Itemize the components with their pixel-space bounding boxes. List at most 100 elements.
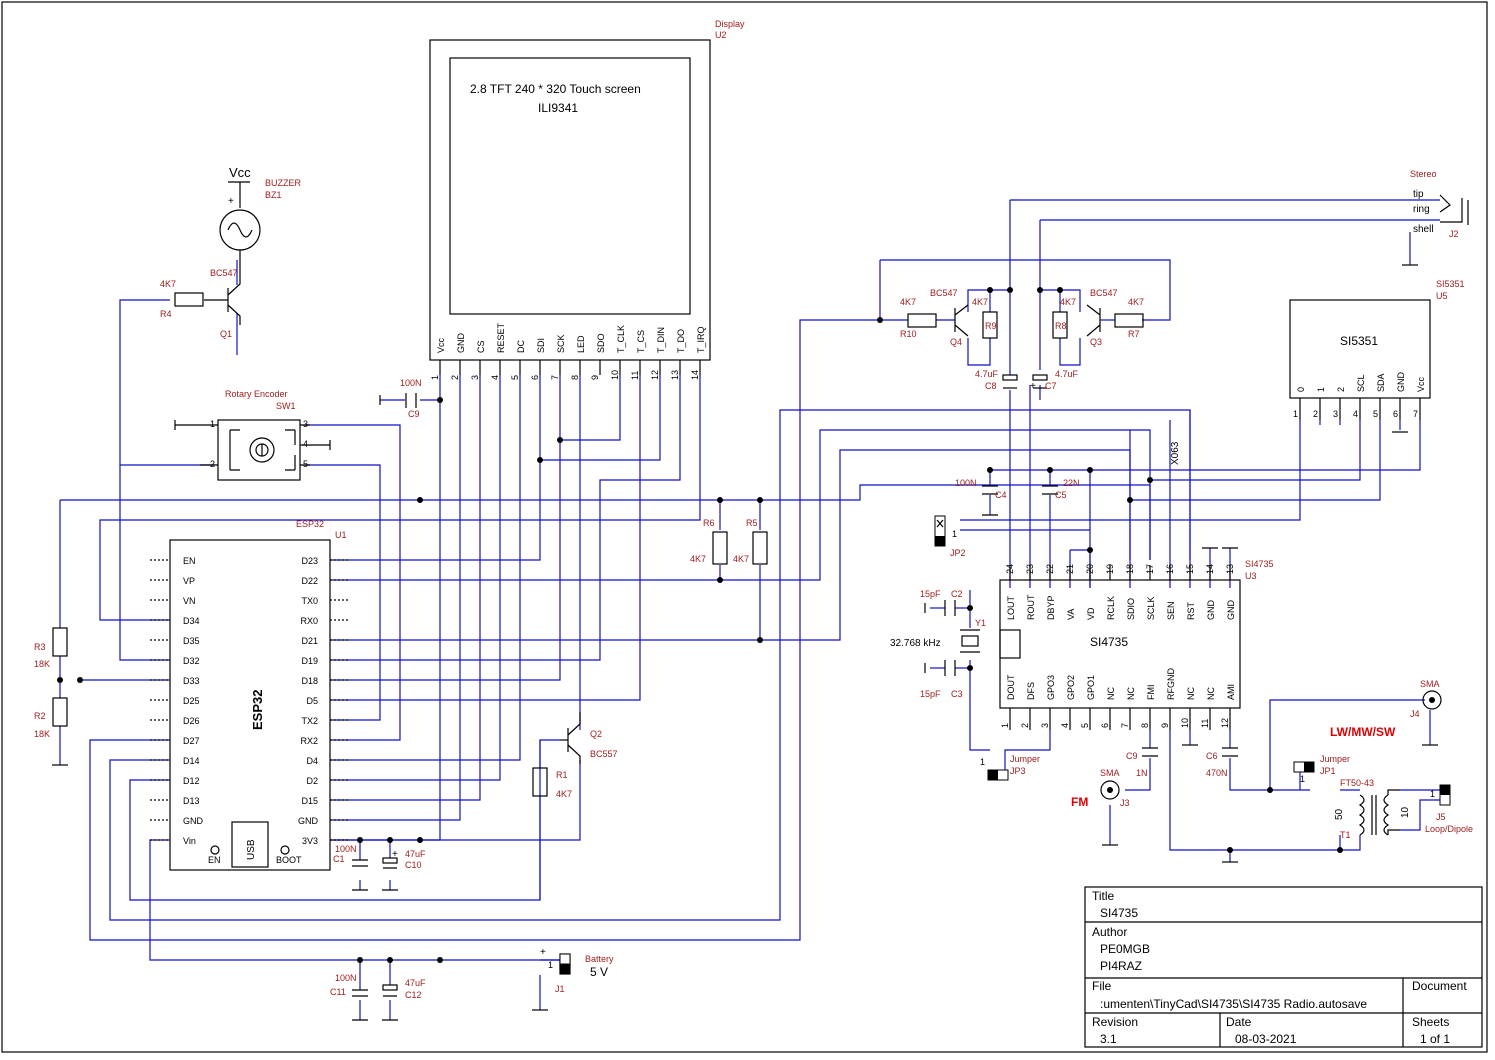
c3-value: 15pF xyxy=(920,689,941,699)
display-pin-label: T_CLK xyxy=(616,325,626,353)
file-label: File xyxy=(1092,979,1112,993)
r3-value: 18K xyxy=(34,659,50,669)
transistor-q3: BC547 Q3 xyxy=(1086,288,1118,347)
si4735-bottom-num: 7 xyxy=(1120,723,1130,728)
encoder-name: Rotary Encoder xyxy=(225,389,288,399)
capacitor-c12: 47uF C12 xyxy=(382,978,426,1021)
si5351-pin-label: 1 xyxy=(1316,387,1326,392)
si4735-ref-name: SI4735 xyxy=(1245,559,1274,569)
resistor-r8: 4K7 R8 xyxy=(1052,297,1076,339)
transistor-q1: BC547 Q1 xyxy=(204,268,241,339)
q4-type: BC547 xyxy=(930,288,958,298)
r1-value: 4K7 xyxy=(556,789,572,799)
si4735-ref: U3 xyxy=(1245,571,1257,581)
si4735-top-pin: RST xyxy=(1186,601,1196,620)
si4735-bottom-num: 3 xyxy=(1040,723,1050,728)
display-pin-number: 3 xyxy=(470,375,480,380)
display-pin-number: 8 xyxy=(570,375,580,380)
si4735-top-pin: SDIO xyxy=(1126,598,1136,620)
esp32-right-pin: D2 xyxy=(306,776,318,786)
display-pin-number: 2 xyxy=(450,375,460,380)
esp32-label: ESP32 xyxy=(250,690,265,730)
c4-ref: C4 xyxy=(995,490,1007,500)
title-label: Title xyxy=(1092,889,1115,903)
sma-connector-j4: SMA J4 LW/MW/SW xyxy=(1330,679,1442,746)
revision-label: Revision xyxy=(1092,1015,1138,1029)
t1-ref: T1 xyxy=(1340,830,1351,840)
si4735-top-pin: LOUT xyxy=(1006,595,1016,620)
r1-ref: R1 xyxy=(556,770,568,780)
display-pins: Vcc1GND2CS3RESET4DC5SDI6SCK7LED8SDO9T_CL… xyxy=(430,322,706,380)
c9b-ref: C9 xyxy=(1126,751,1138,761)
display-pin-number: 12 xyxy=(650,370,660,380)
jp2-pin1: 1 xyxy=(952,529,957,539)
svg-text:+: + xyxy=(392,849,398,860)
author-value1: PE0MGB xyxy=(1100,942,1150,956)
esp32-left-pin: D35 xyxy=(183,636,200,646)
display-pin-label: DC xyxy=(516,340,526,353)
esp32-left-pin: D27 xyxy=(183,736,200,746)
capacitor-c4: 100N C4 xyxy=(955,478,1007,516)
jp3-name: Jumper xyxy=(1010,754,1040,764)
esp32-left-pin: VP xyxy=(183,576,195,586)
si4735-top-num: 17 xyxy=(1145,564,1155,574)
si4735-bottom-pin: GPO2 xyxy=(1066,675,1076,700)
j4-ref: J4 xyxy=(1410,709,1420,719)
si5351-ref: U5 xyxy=(1436,291,1448,301)
c11-value: 100N xyxy=(335,973,357,983)
si4735-top-num: 16 xyxy=(1165,564,1175,574)
stereo-jack: Stereo tip ring shell J2 xyxy=(1402,169,1469,266)
si5351-pin-number: 7 xyxy=(1413,409,1418,419)
jp2-name: JP2 xyxy=(950,548,966,558)
display-pin-number: 9 xyxy=(590,375,600,380)
esp32-boot-button: BOOT xyxy=(276,855,302,865)
esp32-usb: USB xyxy=(246,839,257,860)
esp32-right-pin: TX0 xyxy=(301,596,318,606)
display-module: Display U2 2.8 TFT 240 * 320 Touch scree… xyxy=(429,19,745,380)
si4735-bottom-pin: NC xyxy=(1206,687,1216,700)
jp1-ref: JP1 xyxy=(1320,766,1336,776)
capacitor-c10: + 47uF C10 xyxy=(382,849,426,891)
capacitor-c1: 100N C1 xyxy=(333,844,368,891)
r7-ref: R7 xyxy=(1128,329,1140,339)
esp32-left-pin: Vin xyxy=(183,836,196,846)
transistor-q2: Q2 BC557 xyxy=(560,712,618,764)
si5351-pin-label: SDA xyxy=(1376,373,1386,392)
si4735-bottom-num: 5 xyxy=(1080,723,1090,728)
si4735-name: SI4735 xyxy=(1090,635,1128,649)
si4735-top-pin: ROUT xyxy=(1026,594,1036,620)
display-pin-label: GND xyxy=(456,333,466,354)
esp32-pins: ENVPVND34D35D32D33D25D26D27D14D12D13GNDV… xyxy=(150,556,350,846)
si4735-top-pin: SEN xyxy=(1166,601,1176,620)
q4-ref: Q4 xyxy=(950,337,962,347)
si5351-pin-number: 6 xyxy=(1393,409,1398,419)
c9-value: 100N xyxy=(400,378,422,388)
esp32-right-pin: D5 xyxy=(306,696,318,706)
esp32-right-pin: D18 xyxy=(301,676,318,686)
title-value: SI4735 xyxy=(1100,906,1138,920)
j3-name: SMA xyxy=(1100,768,1120,778)
encoder-pin2: 2 xyxy=(210,459,215,469)
c7-ref: C7 xyxy=(1045,381,1057,391)
jumper-jp3: 1 Jumper JP3 xyxy=(980,754,1040,781)
si4735-top-pin: SCLK xyxy=(1146,596,1156,620)
capacitor-c7: + 4.7uF C7 xyxy=(1030,369,1079,392)
resistor-r3: R3 18K xyxy=(34,627,68,669)
display-pin-number: 4 xyxy=(490,375,500,380)
esp32-left-pin: GND xyxy=(183,816,204,826)
capacitor-c3: 15pF C3 xyxy=(920,660,963,699)
esp32-left-pin: D34 xyxy=(183,616,200,626)
sheets-value: 1 of 1 xyxy=(1420,1032,1450,1046)
esp32-right-pin: D4 xyxy=(306,756,318,766)
r4-ref: R4 xyxy=(160,309,172,319)
si4735-bottom-num: 2 xyxy=(1020,723,1030,728)
display-ref-name: Display xyxy=(715,19,745,29)
si4735-top-num: 14 xyxy=(1205,564,1215,574)
encoder-ref: SW1 xyxy=(276,401,296,411)
esp32-left-pin: D25 xyxy=(183,696,200,706)
connector-j5: 1 J5 Loop/Dipole xyxy=(1425,784,1473,834)
c4-value: 100N xyxy=(955,478,977,488)
encoder-pin3: 3 xyxy=(303,419,308,429)
